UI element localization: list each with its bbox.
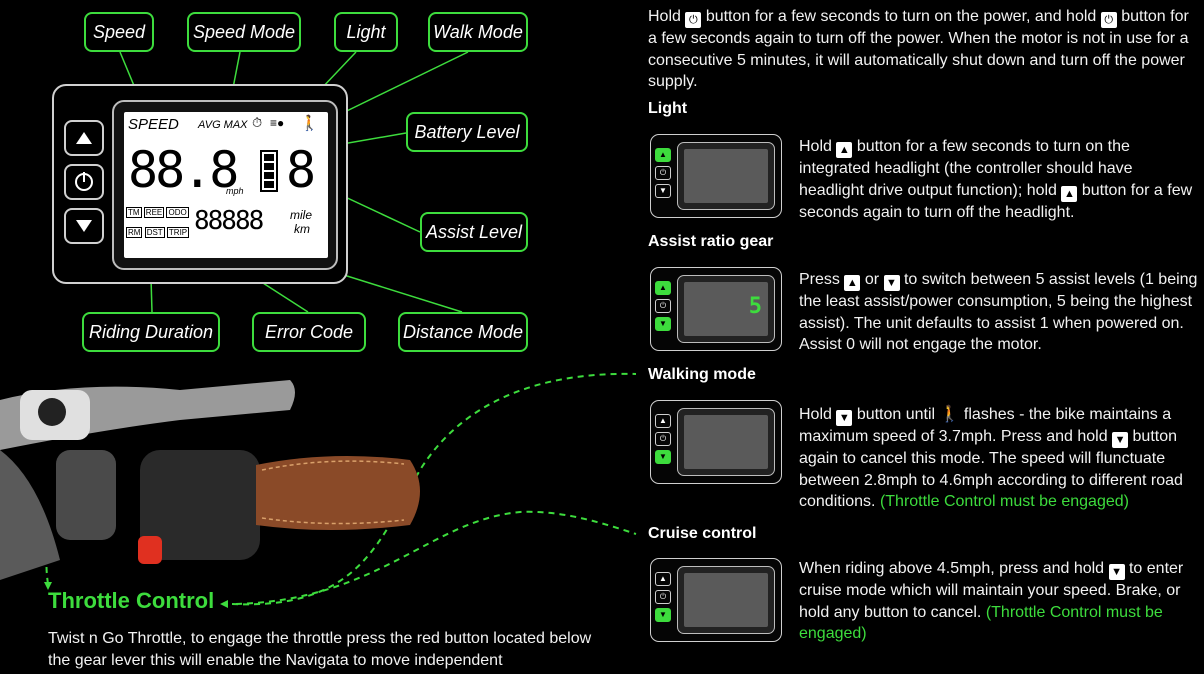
stopwatch-icon: ⏱ (252, 115, 263, 130)
callout-error-code: Error Code (252, 312, 366, 352)
lcd-screen: SPEED AVG MAX ⏱ ≡● 🚶 88.8 mph 8 TM REE O… (124, 112, 328, 258)
odometer-digits: 88888 (194, 206, 264, 236)
km-label: km (294, 222, 310, 236)
cruise-instructions: When riding above 4.5mph, press and hold… (799, 560, 1184, 642)
assist-digit: 8 (286, 141, 317, 199)
light-instructions: Hold ▲ button for a few seconds to turn … (799, 138, 1193, 221)
battery-level-indicator (260, 150, 278, 192)
power-key-icon: ⏻ (685, 12, 702, 28)
cruise-display-thumbnail: ▲⏻▼ (650, 558, 782, 642)
callout-light: Light (334, 12, 398, 52)
up-key-icon: ▲ (1061, 185, 1078, 202)
assist-display-thumbnail: ▲⏻▼ 5 (650, 267, 782, 351)
speed-digits: 88.8 (128, 141, 239, 199)
down-button[interactable] (64, 208, 104, 244)
up-key-icon: ▲ (836, 142, 853, 158)
power-key-icon: ⏻ (1100, 12, 1117, 28)
callout-assist-level: Assist Level (420, 212, 528, 252)
callout-distance-mode: Distance Mode (398, 312, 528, 352)
up-key-icon: ▲ (844, 275, 861, 291)
assist-heading: Assist ratio gear (648, 233, 774, 250)
down-key-icon: ▼ (836, 410, 853, 426)
walking-heading: Walking mode (648, 366, 756, 383)
light-display-thumbnail: ▲⏻▼ (650, 134, 782, 218)
throttle-grip[interactable] (140, 450, 260, 560)
mile-label: mile (290, 208, 313, 222)
callout-speed: Speed (84, 12, 154, 52)
speed-label: SPEED (128, 116, 179, 133)
throttle-control-heading: Throttle Control (48, 588, 215, 613)
power-instructions: Hold ⏻ button for a few seconds to turn … (648, 8, 1189, 90)
up-button-highlight: ▲ (655, 148, 671, 162)
arrow-down-icon (76, 220, 92, 232)
display-unit: SPEED AVG MAX ⏱ ≡● 🚶 88.8 mph 8 TM REE O… (52, 84, 348, 284)
speed-unit: mph (226, 186, 244, 196)
power-icon (75, 172, 93, 191)
handlebar-illustration (0, 380, 420, 580)
tag-ree: REE (143, 207, 165, 218)
light-heading: Light (648, 100, 688, 117)
walking-display-thumbnail: ▲⏻▼ (650, 400, 782, 484)
leather-grip (256, 456, 420, 530)
red-throttle-button[interactable] (138, 536, 162, 564)
callout-speed-mode: Speed Mode (187, 12, 301, 52)
avg-max-label: AVG MAX (198, 119, 248, 131)
walk-icon: 🚶 (300, 115, 319, 132)
lcd-bezel: SPEED AVG MAX ⏱ ≡● 🚶 88.8 mph 8 TM REE O… (112, 100, 338, 270)
up-button[interactable] (64, 120, 104, 156)
power-button[interactable] (64, 164, 104, 200)
throttle-description: Twist n Go Throttle, to engage the throt… (48, 630, 592, 669)
tag-trip: TRIP (166, 227, 190, 238)
assist-instructions: Press ▲ or ▼ to switch between 5 assist … (799, 271, 1198, 353)
headlight-icon: ≡● (270, 116, 285, 130)
down-key-icon: ▼ (1112, 432, 1129, 448)
tag-rm: RM (126, 227, 143, 238)
assist-level-digit: 5 (748, 294, 762, 319)
info-tags: TM REE ODO RM DST TRIP (126, 207, 190, 238)
walk-icon: 🚶 (939, 406, 960, 423)
walking-instructions: Hold ▼ button until 🚶 flashes - the bike… (799, 406, 1183, 510)
callout-riding-duration: Riding Duration (82, 312, 220, 352)
down-key-icon: ▼ (883, 275, 900, 291)
cruise-heading: Cruise control (648, 525, 757, 542)
arrow-up-icon (76, 132, 92, 144)
callout-battery-level: Battery Level (406, 112, 528, 152)
tag-odo: ODO (166, 207, 189, 218)
tag-dst: DST (144, 227, 165, 238)
down-key-icon: ▼ (1108, 564, 1125, 580)
tag-tm: TM (126, 207, 142, 218)
callout-walk-mode: Walk Mode (428, 12, 528, 52)
